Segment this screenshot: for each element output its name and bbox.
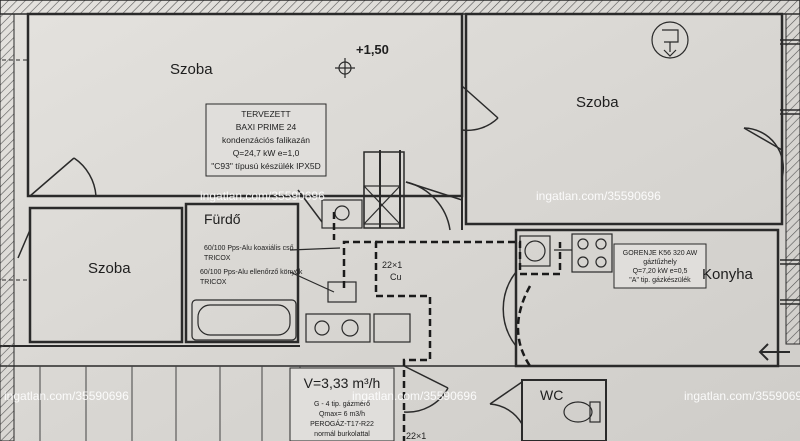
meter-note-line-1: G - 4 tip. gázmérő	[314, 401, 370, 408]
elbow-note-line-1: 60/100 Pps-Alu ellenőrző könyök	[200, 269, 303, 276]
boiler-note-line-1: TERVEZETT	[241, 109, 290, 119]
stove-note-box	[613, 243, 707, 289]
note-boxes	[205, 103, 707, 441]
boiler-note: TERVEZETT BAXI PRIME 24 kondenzációs fal…	[211, 109, 321, 171]
watermark: ingatlan.com/35590696	[536, 189, 661, 203]
meter-note-line-3: PEROGÁZ-T17-R22	[310, 419, 374, 428]
pipe-notes: 60/100 Pps-Alu koaxiális cső TRICOX 60/1…	[200, 245, 426, 441]
stove-note-line-4: "A" tip. gázkészülék	[629, 277, 691, 284]
meter-flow-label: V=3,33 m³/h	[304, 375, 381, 391]
gas-pipes	[332, 212, 562, 441]
watermark: ingatlan.com/35590696	[4, 389, 129, 403]
stove-note-line-3: Q=7,20 kW e=0,5	[633, 268, 688, 275]
flue-note-line-2: TRICOX	[204, 255, 231, 262]
pipe-size-label-1: 22×1	[382, 260, 402, 270]
boiler-note-line-5: "C93" típusú készülék IPX5D	[211, 161, 321, 171]
flue-note-line-1: 60/100 Pps-Alu koaxiális cső	[204, 245, 294, 252]
room-label-szoba-1: Szoba	[170, 61, 213, 78]
stove-note-line-1: GORENJE K56 320 AW	[623, 250, 698, 257]
boiler-note-line-2: BAXI PRIME 24	[236, 122, 297, 132]
meter-note-line-2: Qmax= 6 m3/h	[319, 411, 365, 418]
boiler-note-box	[205, 103, 327, 177]
elevation-label: +1,50	[356, 42, 389, 57]
pipe-material-label-1: Cu	[390, 272, 402, 282]
room-label-konyha: Konyha	[702, 266, 754, 283]
room-label-szoba-2: Szoba	[576, 94, 619, 111]
fixtures	[191, 21, 790, 423]
boiler-note-line-3: kondenzációs falikazán	[222, 135, 310, 145]
watermark: ingatlan.com/35590696	[200, 189, 325, 203]
stove-note-line-2: gáztűzhely	[643, 259, 677, 266]
elbow-note-line-2: TRICOX	[200, 279, 227, 286]
labels: Szoba Szoba Szoba Fürdő Konyha WC +1,50 …	[4, 42, 800, 441]
pipe-size-label-2: 22×1	[406, 431, 426, 441]
watermarks: ingatlan.com/35590696 ingatlan.com/35590…	[4, 189, 800, 403]
stove-note: GORENJE K56 320 AW gáztűzhely Q=7,20 kW …	[623, 250, 698, 284]
doors	[17, 85, 785, 425]
room-label-wc: WC	[540, 387, 563, 403]
boiler-note-line-4: Q=24,7 kW e=1,0	[233, 148, 300, 158]
meter-note: V=3,33 m³/h G - 4 tip. gázmérő Qmax= 6 m…	[304, 375, 381, 438]
meter-note-line-4: normál burkolattal	[314, 431, 370, 438]
room-label-szoba-3: Szoba	[88, 260, 131, 277]
watermark: ingatlan.com/35590696	[352, 389, 477, 403]
watermark: ingatlan.com/35590696	[684, 389, 800, 403]
room-label-furdo: Fürdő	[204, 211, 241, 227]
meter-note-box	[289, 367, 395, 441]
